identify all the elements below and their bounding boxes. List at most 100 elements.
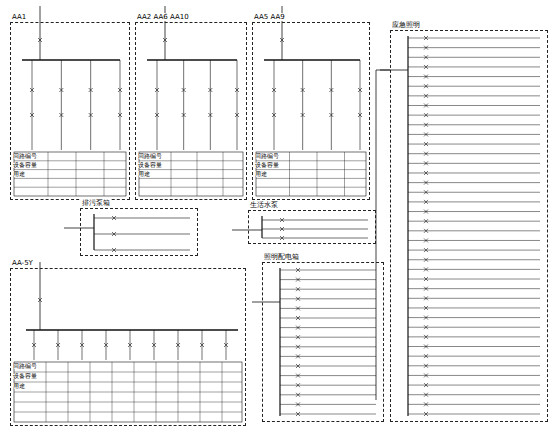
wire [424, 238, 428, 242]
wire [235, 113, 239, 117]
wire [424, 325, 428, 329]
wire [182, 113, 186, 117]
wire [424, 161, 428, 165]
table-cell: 回路编号 [12, 153, 38, 159]
wire [301, 113, 305, 117]
panel-title: AA1 [11, 13, 27, 21]
wire [89, 88, 93, 92]
wire [424, 267, 428, 271]
wire [222, 362, 223, 422]
wire [280, 414, 376, 415]
wire [424, 210, 428, 214]
wire [358, 113, 362, 117]
wire [296, 374, 300, 378]
wire [296, 383, 300, 387]
wire [224, 343, 228, 347]
wire [280, 38, 284, 42]
wire [408, 269, 540, 270]
wire [280, 346, 376, 347]
wire [408, 240, 540, 241]
wire [296, 393, 300, 397]
wire [296, 316, 300, 320]
wire [424, 383, 428, 387]
wire [424, 161, 428, 165]
wire [280, 236, 284, 240]
wire [424, 402, 428, 406]
wire [272, 88, 276, 92]
wire [408, 134, 540, 135]
wire [408, 66, 540, 67]
wire [200, 343, 204, 347]
wire [296, 374, 300, 378]
wire [208, 113, 212, 117]
wire [296, 326, 300, 330]
wire [120, 60, 121, 150]
wire [155, 88, 159, 92]
wire [93, 214, 94, 250]
wire [104, 152, 105, 196]
wire [424, 190, 428, 194]
wire [80, 343, 84, 347]
wire [296, 268, 300, 272]
wire [272, 88, 276, 92]
wire [424, 152, 428, 156]
wire [408, 86, 540, 87]
wire [329, 113, 333, 117]
wire [252, 302, 280, 303]
wire [118, 113, 122, 117]
wire [424, 190, 428, 194]
wire [208, 88, 212, 92]
wire [208, 88, 212, 92]
wire [424, 325, 428, 329]
wire [112, 248, 116, 252]
panel-title: AA-5Y [11, 259, 34, 267]
wire [264, 59, 360, 60]
wire [408, 375, 540, 376]
wire [30, 88, 34, 92]
wire [280, 385, 376, 386]
wire [360, 60, 361, 150]
wire [104, 343, 108, 347]
wire [424, 277, 428, 281]
wire [178, 362, 179, 422]
wire [139, 178, 243, 179]
wire [14, 392, 242, 393]
wire [280, 337, 376, 338]
wire [424, 267, 428, 271]
wire [424, 219, 428, 223]
table-cell: 设备容量 [12, 162, 38, 168]
wire [56, 343, 60, 347]
wire [424, 103, 428, 107]
wire [163, 38, 167, 42]
table-cell: 回路编号 [254, 153, 280, 159]
wire [301, 88, 305, 92]
wire [128, 343, 132, 347]
wire [90, 60, 91, 150]
wire [424, 210, 428, 214]
wire [280, 218, 284, 222]
wire [408, 365, 540, 366]
wire [38, 298, 42, 302]
wire [424, 364, 428, 368]
wire [424, 248, 428, 252]
wire [408, 124, 540, 125]
wire [256, 169, 366, 170]
wire [280, 279, 376, 280]
wire [272, 113, 276, 117]
wire [296, 402, 300, 406]
distribution-panel: 生活水泵 [248, 210, 376, 244]
wire [280, 218, 284, 222]
wire [32, 343, 36, 347]
wire [197, 152, 198, 196]
wire [407, 36, 408, 416]
wire [280, 298, 376, 299]
wire [424, 335, 428, 339]
wire [279, 268, 280, 416]
wire [280, 289, 376, 290]
wire [163, 38, 167, 42]
wire [408, 95, 540, 96]
wire [424, 229, 428, 233]
wire [424, 171, 428, 175]
wire [118, 88, 122, 92]
wire [262, 229, 368, 230]
